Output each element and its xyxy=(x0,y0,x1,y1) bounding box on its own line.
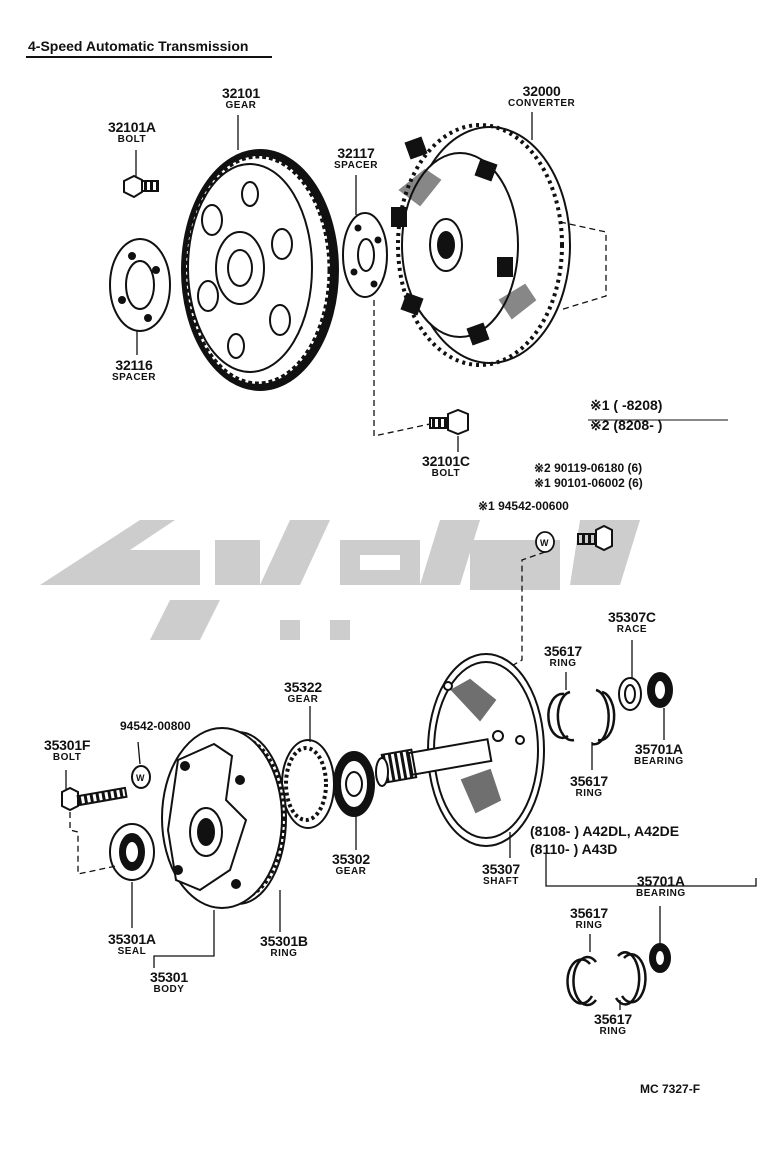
note-washer-pump: 94542-00800 xyxy=(120,719,191,733)
legend-mark-2: ※2 (8208- ) xyxy=(590,417,663,433)
footer-code: MC 7327-F xyxy=(640,1082,701,1096)
flywheel-gear-32101-drawing xyxy=(181,149,339,391)
rings-35617-upper-drawing xyxy=(547,688,616,746)
bolt-32101C-drawing xyxy=(429,408,469,436)
svg-text:W: W xyxy=(540,538,549,548)
spacer-32116-drawing xyxy=(109,238,171,332)
leader-lines-upper xyxy=(135,112,607,452)
svg-text:W: W xyxy=(136,773,145,783)
gears-35322-35302-drawing xyxy=(281,739,375,829)
page-title: 4-Speed Automatic Transmission xyxy=(28,38,249,54)
race-bearing-upper-drawing xyxy=(618,672,673,711)
note-range-a: (8108- ) A42DL, A42DE xyxy=(530,823,680,839)
bolt-35301F-drawing: W xyxy=(61,765,151,812)
leader-lines-lower xyxy=(65,741,757,1010)
note-bolt-alt-2: ※2 90119-06180 (6) xyxy=(534,461,643,475)
rings-35617-lower-drawing xyxy=(566,951,647,1007)
bolt-32101A-drawing xyxy=(123,174,159,199)
pump-body-35301-drawing xyxy=(161,727,287,909)
shaft-35307-drawing xyxy=(375,653,545,847)
washer-mark1-drawing: W xyxy=(535,531,555,553)
leader-washer xyxy=(507,551,546,669)
spacer-32117-drawing xyxy=(342,212,388,298)
bearing-35701A-lower-drawing xyxy=(649,943,671,973)
watermark-logo xyxy=(40,520,640,640)
legend-mark-1: ※1 ( -8208) xyxy=(590,397,663,413)
note-range-b: (8110- ) A43D xyxy=(530,841,618,857)
seal-35301A-drawing xyxy=(109,823,155,881)
note-bolt-alt-1: ※1 90101-06002 (6) xyxy=(534,476,643,490)
torque-converter-32000-drawing xyxy=(391,123,571,367)
note-washer-1: ※1 94542-00600 xyxy=(478,499,569,513)
bolt-mark2-drawing xyxy=(577,524,613,552)
title-underline xyxy=(26,56,272,58)
